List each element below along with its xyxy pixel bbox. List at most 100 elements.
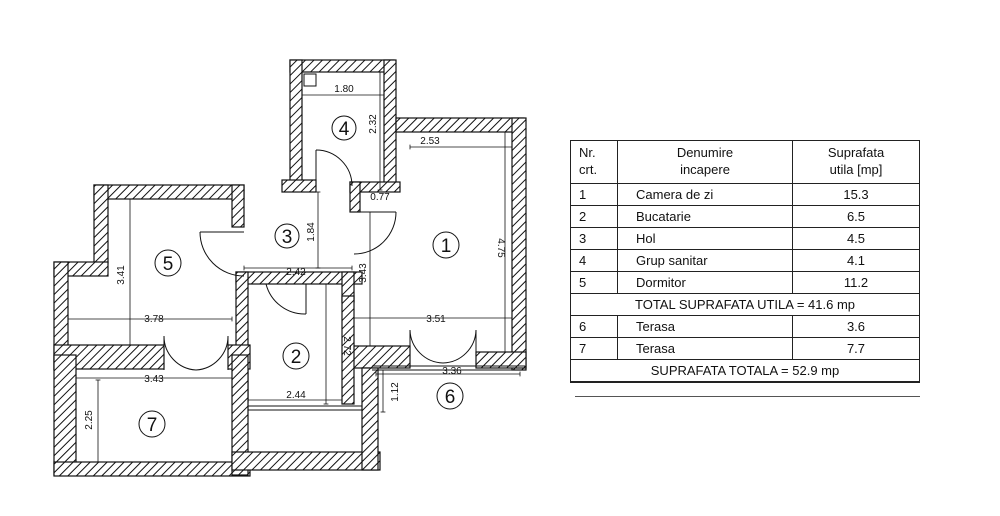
total-utila-row: TOTAL SUPRAFATA UTILA = 41.6 mp [570, 293, 920, 316]
header-name: Denumire incapere [617, 140, 793, 184]
room-marker-circle [154, 249, 182, 277]
thin-lines [248, 73, 525, 411]
dim-label: 1.12 [390, 382, 401, 402]
dim-label: 0.77 [370, 192, 390, 203]
cell-name: Grup sanitar [617, 249, 793, 272]
header-area-line1: Suprafata [827, 145, 885, 161]
room-marker-7: 7 [138, 410, 166, 438]
cell-nr: 3 [570, 227, 618, 250]
room-marker-circle [436, 382, 464, 410]
header-area-line2: utila [mp] [829, 162, 883, 177]
doors [163, 149, 477, 371]
wall [361, 367, 379, 471]
header-nr-line2: crt. [579, 162, 598, 177]
cell-area: 11.2 [792, 271, 920, 294]
room-number: 5 [163, 254, 174, 275]
cell-name: Terasa [617, 337, 793, 360]
room-markers: 1 2 3 4 5 6 7 [138, 115, 464, 438]
dim-label: 1.84 [306, 222, 317, 242]
table-row: 4 Grup sanitar 4.1 [570, 249, 920, 272]
wall [289, 59, 303, 191]
cell-nr: 7 [570, 337, 618, 360]
room-marker-circle [274, 223, 300, 249]
wall [383, 59, 397, 191]
wall [351, 345, 411, 369]
room-number: 2 [291, 347, 302, 368]
cell-area: 4.5 [792, 227, 920, 250]
total-cell: SUPRAFATA TOTALA = 52.9 mp [570, 359, 920, 383]
cell-nr: 6 [570, 315, 618, 338]
door-arc [353, 211, 397, 255]
room-number: 7 [147, 415, 158, 436]
wall [281, 179, 317, 193]
door-arc [199, 231, 245, 277]
cell-area: 6.5 [792, 205, 920, 228]
wall [231, 451, 381, 471]
door-arc [442, 329, 477, 364]
wall [395, 117, 525, 133]
table-row: 7 Terasa 7.7 [570, 337, 920, 360]
room-marker-1: 1 [432, 231, 460, 259]
header-area: Suprafata utila [mp] [792, 140, 920, 184]
dim-label: 2.25 [84, 410, 95, 430]
cell-area: 15.3 [792, 183, 920, 206]
table-row: 6 Terasa 3.6 [570, 315, 920, 338]
header-name-line1: Denumire [676, 145, 734, 161]
wall [93, 184, 245, 200]
dim-label: 3.43 [144, 374, 164, 385]
dim-label: 3.43 [358, 263, 369, 283]
room-marker-circle [432, 231, 460, 259]
table-row: 1 Camera de zi 15.3 [570, 183, 920, 206]
area-table: Nr. crt. Denumire incapere Suprafata uti… [570, 140, 920, 383]
cell-nr: 2 [570, 205, 618, 228]
cell-name: Bucatarie [617, 205, 793, 228]
dim-label: 4.75 [495, 238, 506, 258]
wall [53, 354, 77, 476]
cell-name: Terasa [617, 315, 793, 338]
table-row: 3 Hol 4.5 [570, 227, 920, 250]
room-marker-circle [331, 115, 357, 141]
cell-name: Dormitor [617, 271, 793, 294]
table-header-row: Nr. crt. Denumire incapere Suprafata uti… [570, 140, 920, 184]
room-marker-circle [138, 410, 166, 438]
cell-name: Hol [617, 227, 793, 250]
dimension-labels: 1.80 2.32 2.53 4.75 0.77 1.84 2.42 3.41 … [84, 84, 506, 430]
dim-label: 2.53 [420, 136, 440, 147]
total-utila-cell: TOTAL SUPRAFATA UTILA = 41.6 mp [570, 293, 920, 316]
cell-area: 4.1 [792, 249, 920, 272]
dim-label: 2.32 [368, 114, 379, 134]
header-nr-line1: Nr. [579, 145, 596, 161]
table-row: 5 Dormitor 11.2 [570, 271, 920, 294]
dim-label: 3.36 [442, 366, 462, 377]
door-arc [315, 149, 353, 187]
room-marker-3: 3 [274, 223, 300, 249]
room-number: 4 [339, 119, 350, 140]
floor-plan: 1.80 2.32 2.53 4.75 0.77 1.84 2.42 3.41 … [53, 59, 527, 477]
dim-label: 2.42 [286, 267, 306, 278]
room-marker-6: 6 [436, 382, 464, 410]
room-marker-circle [282, 342, 310, 370]
wall [341, 295, 355, 405]
dim-label: 2.44 [286, 390, 306, 401]
room-marker-2: 2 [282, 342, 310, 370]
dim-label: 3.41 [116, 265, 127, 285]
cell-nr: 5 [570, 271, 618, 294]
dim-label: 3.51 [426, 314, 446, 325]
wall [231, 184, 245, 228]
room-marker-5: 5 [154, 249, 182, 277]
table-row: 2 Bucatarie 6.5 [570, 205, 920, 228]
door-arc [409, 329, 444, 364]
dim-label: 1.80 [334, 84, 354, 95]
walls [53, 59, 527, 477]
door-arc [265, 283, 307, 315]
cell-area: 3.6 [792, 315, 920, 338]
dim-label: 3.78 [144, 314, 164, 325]
header-name-line2: incapere [680, 162, 730, 177]
room-number: 6 [445, 387, 456, 408]
room-number: 3 [282, 227, 293, 248]
cell-nr: 4 [570, 249, 618, 272]
wall [93, 184, 109, 264]
wall [511, 117, 527, 371]
cell-name: Camera de zi [617, 183, 793, 206]
door-arc [195, 335, 229, 371]
